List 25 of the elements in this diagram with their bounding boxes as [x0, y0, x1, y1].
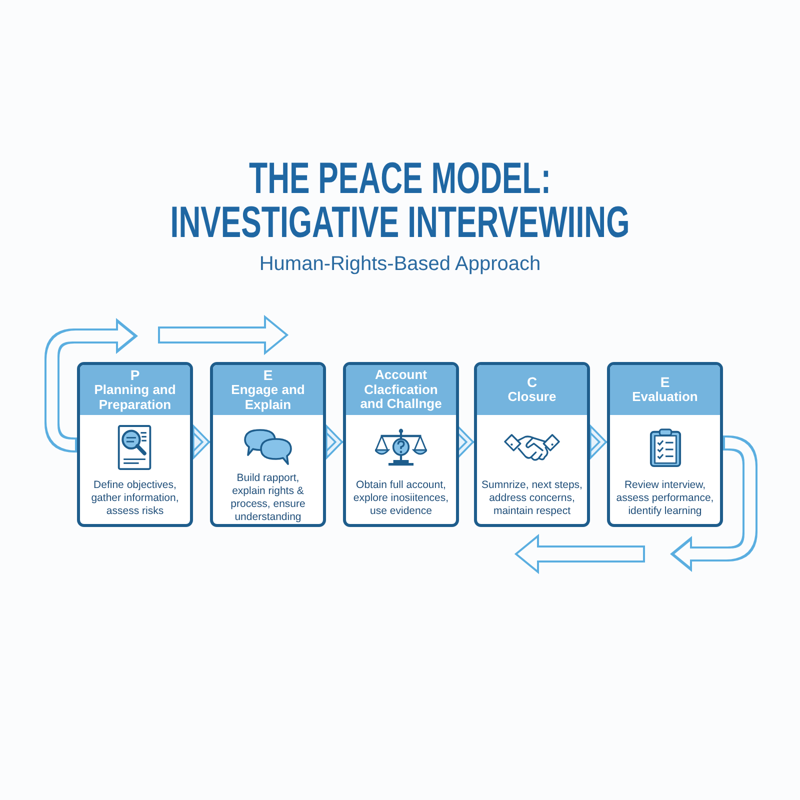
step-card	[210, 362, 326, 527]
step-description: Obtain full account, explore inosiitences, use evidence	[352, 478, 450, 518]
step-letter: E	[263, 368, 273, 383]
step-letter: P	[130, 368, 140, 383]
step-description: Build rapport, explain rights & process, ensure understanding	[230, 472, 306, 524]
step-card	[343, 362, 459, 527]
step-title: Closure	[508, 390, 556, 405]
diagram-title: THE PEACE MODEL: INVESTIGATIVE INTERVEWIING	[169, 157, 631, 245]
step-title: Account Clacfication and Challnge	[359, 368, 443, 412]
subtitle: Human-Rights-Based Approach	[259, 253, 541, 275]
step-card	[474, 362, 590, 527]
step-title: Planning and Preparation	[93, 383, 177, 412]
chevron-arrow	[590, 425, 607, 459]
step-description: Review interview, assess performance, identify learning	[615, 478, 715, 518]
step-description: Define objectives, gather information, assess risks	[90, 478, 180, 518]
step-description: Sumnrize, next steps, address concerns, maintain respect	[480, 478, 584, 518]
step-card	[77, 362, 193, 527]
step-title: Engage and Explain	[230, 383, 306, 412]
step-title: Evaluation	[632, 390, 698, 405]
chevron-arrow	[326, 425, 343, 459]
step-letter: C	[526, 375, 538, 390]
chevron-arrow	[192, 425, 210, 459]
chevron-arrow	[456, 425, 474, 459]
step-card	[607, 362, 723, 527]
step-letter: E	[660, 375, 670, 390]
